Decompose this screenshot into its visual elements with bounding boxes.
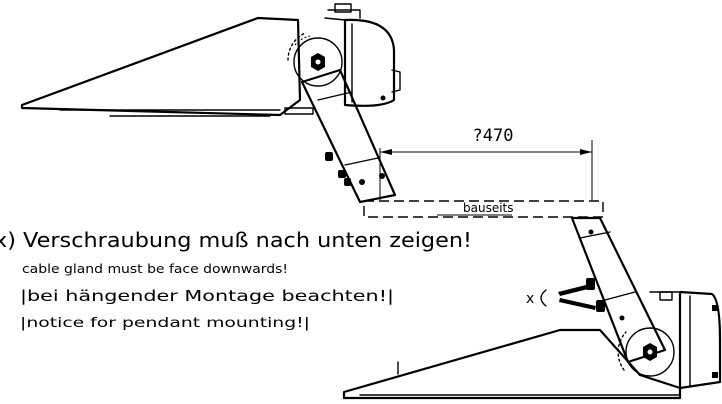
bauseits-label: bauseits bbox=[463, 201, 514, 215]
note-line-2: cable gland must be face downwards! bbox=[22, 261, 288, 276]
upper-luminaire bbox=[20, 3, 401, 204]
lower-lamp-housing bbox=[678, 290, 722, 390]
lower-pivot-gear bbox=[625, 327, 675, 377]
note-line-3: |bei hängender Montage beachten!| bbox=[20, 287, 394, 305]
notes: x) Verschraubung muß nach unten zeigen! … bbox=[0, 228, 472, 331]
upper-reflector bbox=[20, 16, 302, 117]
lower-arm bbox=[570, 216, 667, 364]
marker-x: x bbox=[526, 291, 534, 307]
upper-lamp-housing bbox=[343, 18, 396, 107]
note-line-4: |notice for pendant mounting!| bbox=[20, 316, 310, 331]
lower-luminaire: x bbox=[342, 216, 722, 400]
upper-arm bbox=[300, 68, 397, 204]
dimension-value: ?470 bbox=[473, 126, 514, 146]
note-line-1: x) Verschraubung muß nach unten zeigen! bbox=[0, 228, 472, 252]
upper-pivot-gear bbox=[293, 37, 343, 87]
site-provided-box: bauseits bbox=[363, 200, 604, 218]
dimension-470: ?470 bbox=[379, 126, 593, 200]
